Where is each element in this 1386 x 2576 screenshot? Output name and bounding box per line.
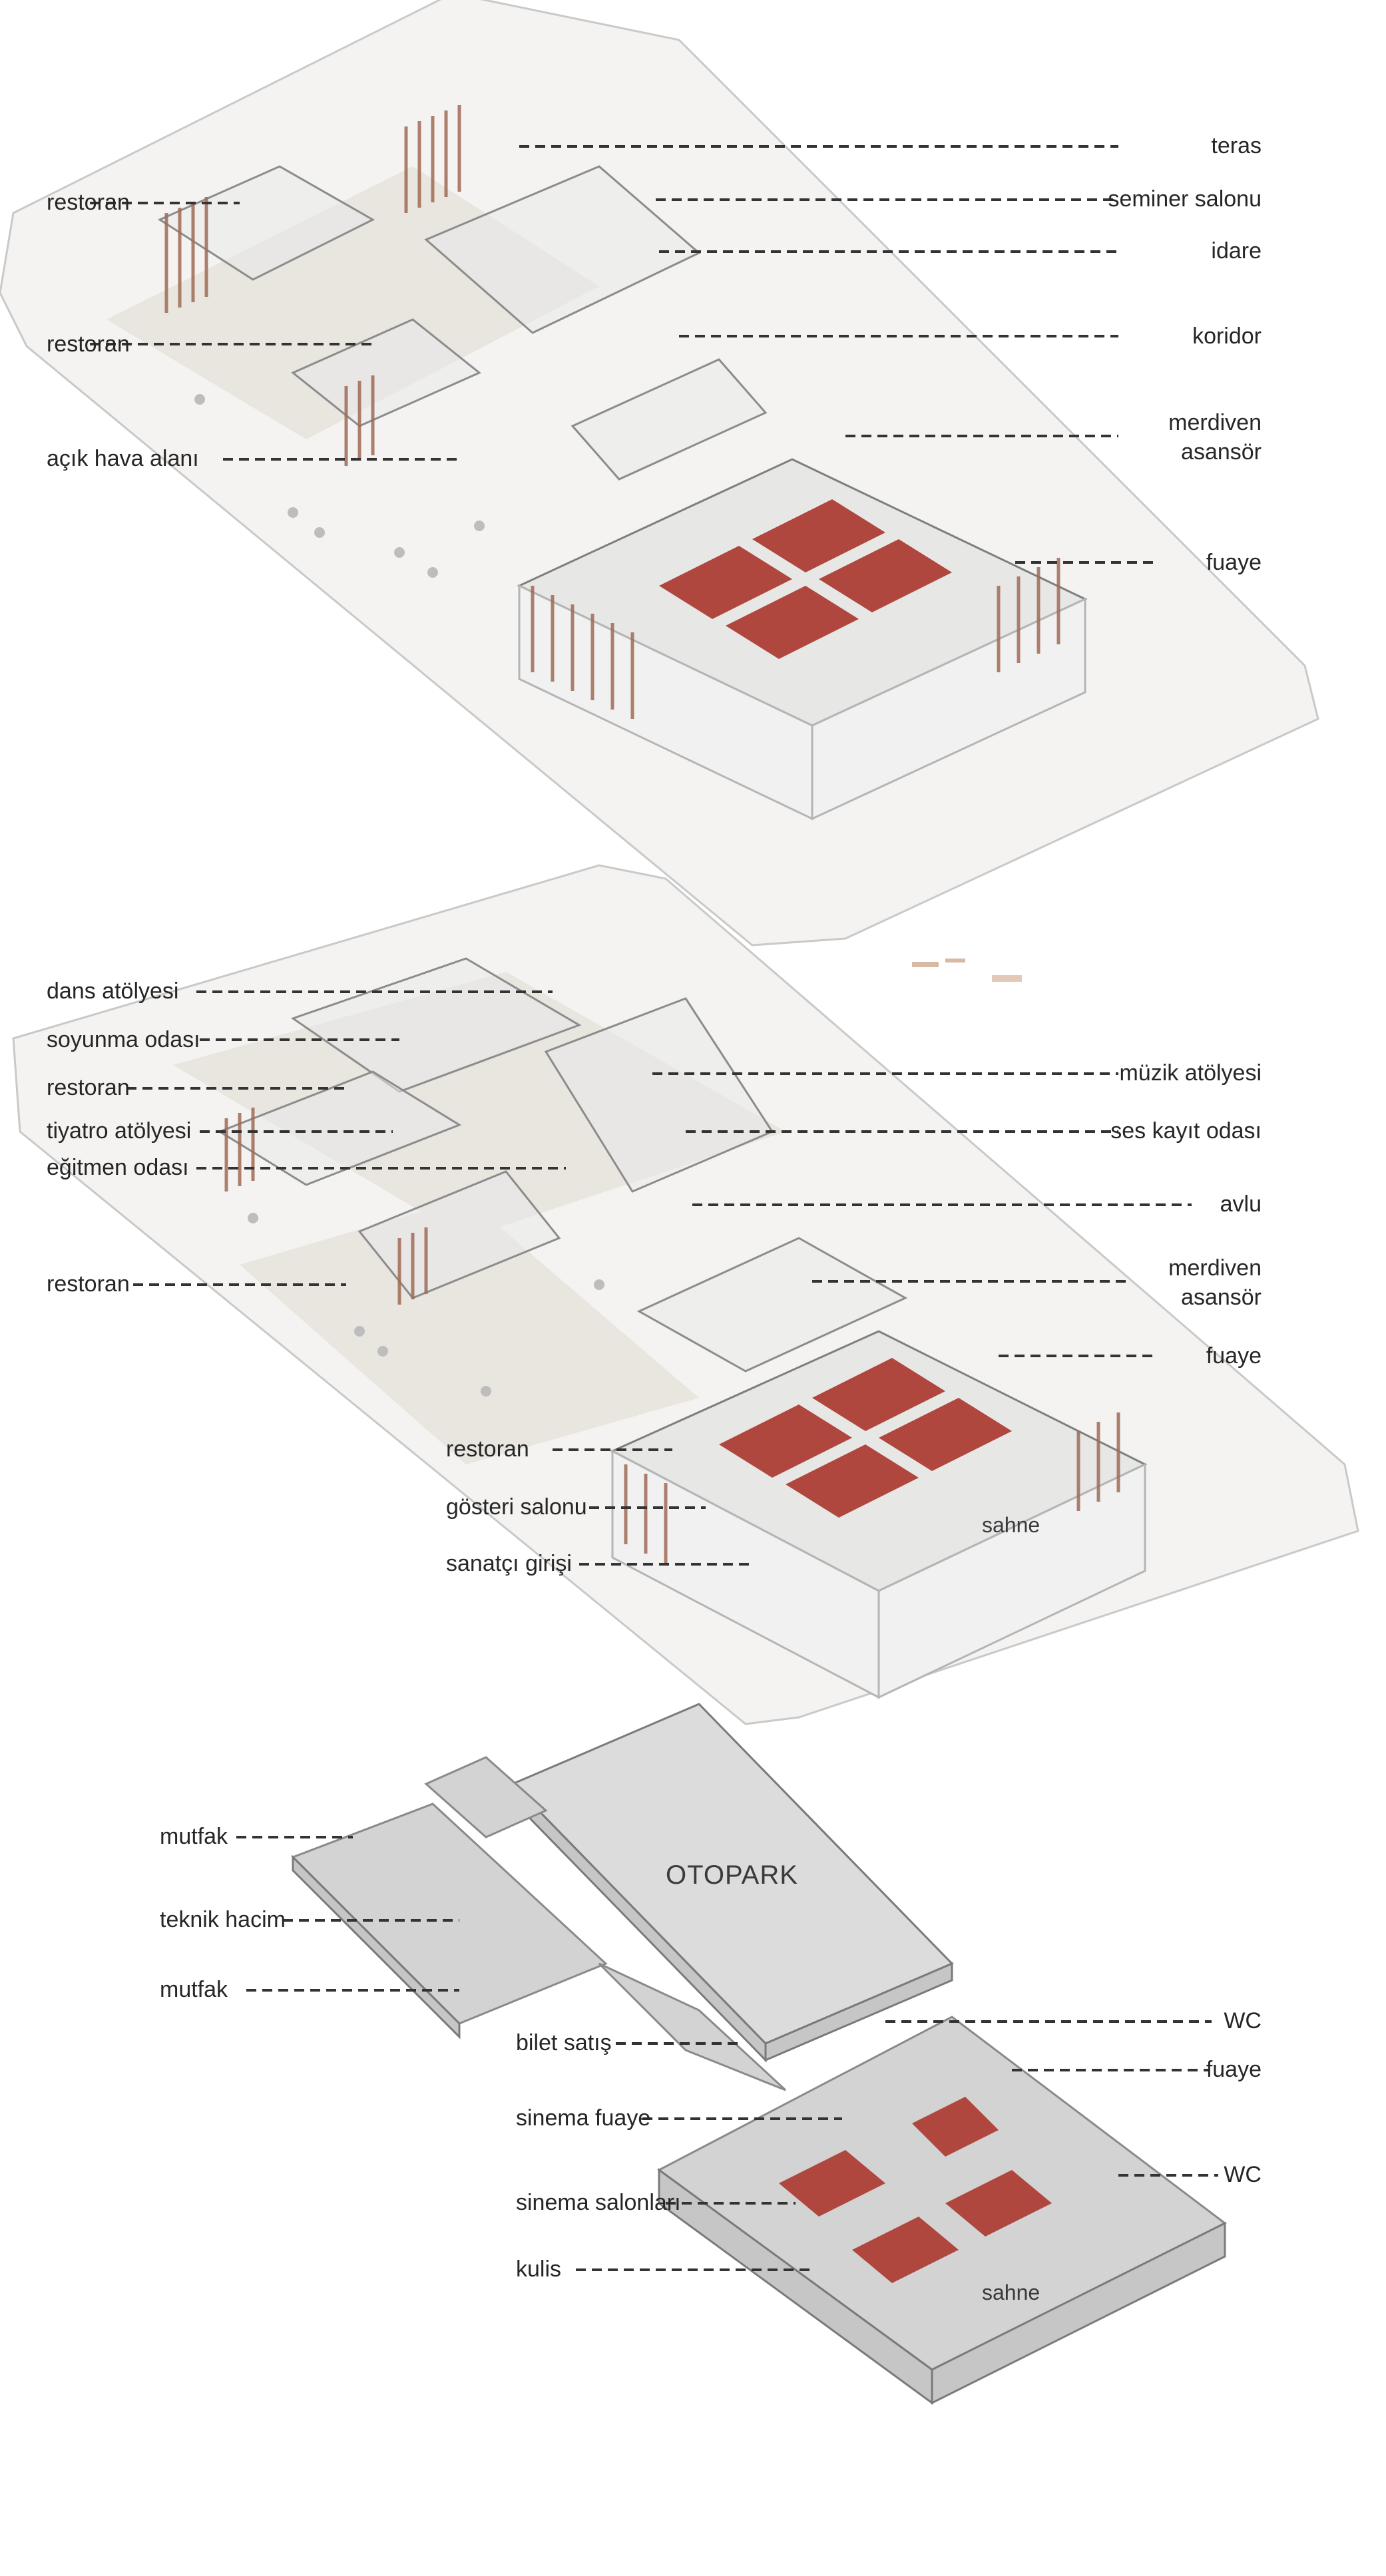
label-restoran-upper-2: restoran <box>47 331 130 357</box>
labels-upper: restoran restoran açık hava alanı teras … <box>47 133 1262 575</box>
middle-block-stair <box>636 1237 908 1373</box>
label-dans-atolyesi: dans atölyesi <box>47 978 178 1004</box>
label-idare: idare <box>1211 238 1262 264</box>
label-fuaye-upper: fuaye <box>1206 550 1262 575</box>
label-avlu: avlu <box>1220 1191 1262 1217</box>
label-asansor-middle: asansör <box>1181 1285 1262 1310</box>
basement-small-block <box>424 1756 548 1838</box>
leader-lines <box>90 145 1218 2271</box>
label-mutfak-2: mutfak <box>160 1977 228 2002</box>
basement-sahne-label: sahne <box>982 2280 1040 2304</box>
middle-level <box>12 864 1359 1725</box>
middle-block-restaurant <box>357 1170 561 1299</box>
middle-accent-marks <box>912 959 1022 982</box>
basement-left-wing-side <box>292 1854 461 2039</box>
label-asansor-upper: asansör <box>1181 439 1262 465</box>
label-muzik-atolyesi: müzik atölyesi <box>1119 1060 1262 1086</box>
label-koridor: koridor <box>1192 323 1262 349</box>
label-bilet-satis: bilet satış <box>516 2030 612 2055</box>
label-kulis: kulis <box>516 2256 561 2282</box>
middle-block-theatre-side <box>877 1462 1146 1699</box>
upper-block-restaurant-2 <box>291 318 481 427</box>
label-teknik-hacim: teknik hacim <box>160 1907 286 1932</box>
label-restoran-upper-1: restoran <box>47 190 130 215</box>
middle-sahne-label: sahne <box>982 1513 1040 1537</box>
middle-ground-shade-2 <box>240 1198 699 1464</box>
labels-middle: dans atölyesi soyunma odası restoran tiy… <box>47 978 1262 1576</box>
label-restoran-middle-1: restoran <box>47 1075 130 1100</box>
upper-level <box>0 0 1319 947</box>
label-sanatci-girisi: sanatçı girişi <box>446 1551 572 1576</box>
upper-ground-slab <box>0 0 1319 947</box>
label-seminer-salonu: seminer salonu <box>1108 186 1262 212</box>
labels-basement: mutfak teknik hacim mutfak bilet satış s… <box>160 1824 1262 2282</box>
label-mutfak-1: mutfak <box>160 1824 228 1849</box>
label-sinema-salonlari: sinema salonları <box>516 2190 681 2215</box>
upper-block-restaurant-1 <box>157 165 375 281</box>
basement-level: OTOPARK sahne <box>291 1703 1227 2405</box>
label-fuaye-middle: fuaye <box>1206 1343 1262 1369</box>
label-wc-2: WC <box>1224 2162 1262 2187</box>
label-merdiven-upper: merdiven <box>1168 410 1262 435</box>
label-tiyatro-atolyesi: tiyatro atölyesi <box>47 1118 191 1144</box>
basement-connector <box>598 1962 787 2091</box>
upper-louvers <box>164 105 1060 719</box>
label-merdiven-middle: merdiven <box>1168 1255 1262 1281</box>
upper-block-corridor <box>571 358 768 481</box>
label-wc-1: WC <box>1224 2008 1262 2034</box>
label-soyunma-odasi: soyunma odası <box>47 1027 200 1052</box>
basement-cinema-wing-front <box>658 2168 933 2405</box>
label-teras: teras <box>1211 133 1262 158</box>
label-acik-hava-alani: açık hava alanı <box>47 446 199 471</box>
upper-people <box>194 394 485 578</box>
middle-louvers <box>224 1108 1120 1563</box>
middle-seating <box>719 1358 1012 1518</box>
label-restoran-middle-2: restoran <box>47 1271 130 1297</box>
basement-seating <box>779 2097 1052 2283</box>
upper-seating <box>659 499 952 659</box>
label-restoran-middle-3: restoran <box>446 1436 529 1462</box>
label-sinema-fuaye: sinema fuaye <box>516 2105 650 2131</box>
label-fuaye-basement: fuaye <box>1206 2057 1262 2082</box>
label-egitmen-odasi: eğitmen odası <box>47 1155 189 1180</box>
label-ses-kayit-odasi: ses kayıt odası <box>1110 1118 1262 1144</box>
label-gosteri-salonu: gösteri salonu <box>446 1494 587 1520</box>
middle-people <box>248 1213 604 1396</box>
otopark-label: OTOPARK <box>666 1860 798 1890</box>
